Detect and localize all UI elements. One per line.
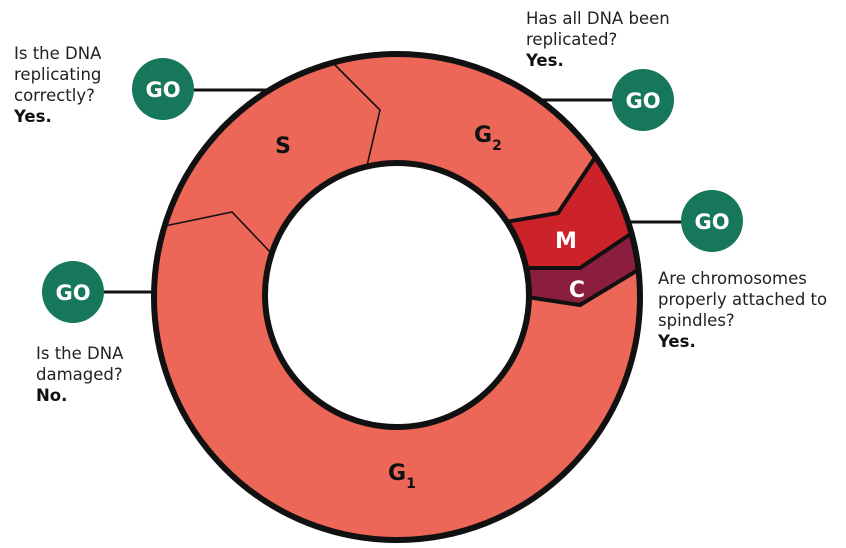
- answer-text: Yes.: [658, 332, 696, 351]
- phase-s-label: S: [275, 134, 291, 159]
- question-text: Are chromosomes properly attached to spi…: [658, 269, 828, 330]
- question-text: Is the DNA replicating correctly?: [14, 44, 102, 105]
- checkpoint-question-g1: Is the DNA damaged? No.: [36, 343, 146, 406]
- go-badge-g2: GO: [612, 69, 674, 131]
- checkpoint-question-m: Are chromosomes properly attached to spi…: [658, 268, 843, 352]
- outer-ring-outline: [151, 51, 643, 543]
- go-badge-m: GO: [681, 190, 743, 252]
- checkpoint-connectors: [100, 88, 685, 294]
- answer-text: Yes.: [526, 51, 564, 70]
- phase-g2-label: G2: [474, 123, 502, 154]
- checkpoint-question-s: Is the DNA replicating correctly? Yes.: [14, 43, 124, 127]
- svg-text:GO: GO: [694, 210, 729, 234]
- phase-g1-label: G1: [388, 461, 416, 492]
- answer-text: Yes.: [14, 107, 52, 126]
- answer-text: No.: [36, 386, 68, 405]
- inner-ring-outline: [262, 160, 532, 430]
- go-badge-g1: GO: [42, 261, 104, 323]
- go-badge-s: GO: [132, 58, 194, 120]
- phase-boundaries: [159, 59, 640, 308]
- svg-text:GO: GO: [145, 78, 180, 102]
- phase-m-label: M: [555, 229, 577, 254]
- checkpoint-question-g2: Has all DNA been replicated? Yes.: [526, 8, 676, 71]
- question-text: Is the DNA damaged?: [36, 344, 124, 384]
- question-text: Has all DNA been replicated?: [526, 9, 670, 49]
- svg-text:GO: GO: [625, 89, 660, 113]
- svg-text:GO: GO: [55, 281, 90, 305]
- phase-c-label: C: [569, 278, 585, 303]
